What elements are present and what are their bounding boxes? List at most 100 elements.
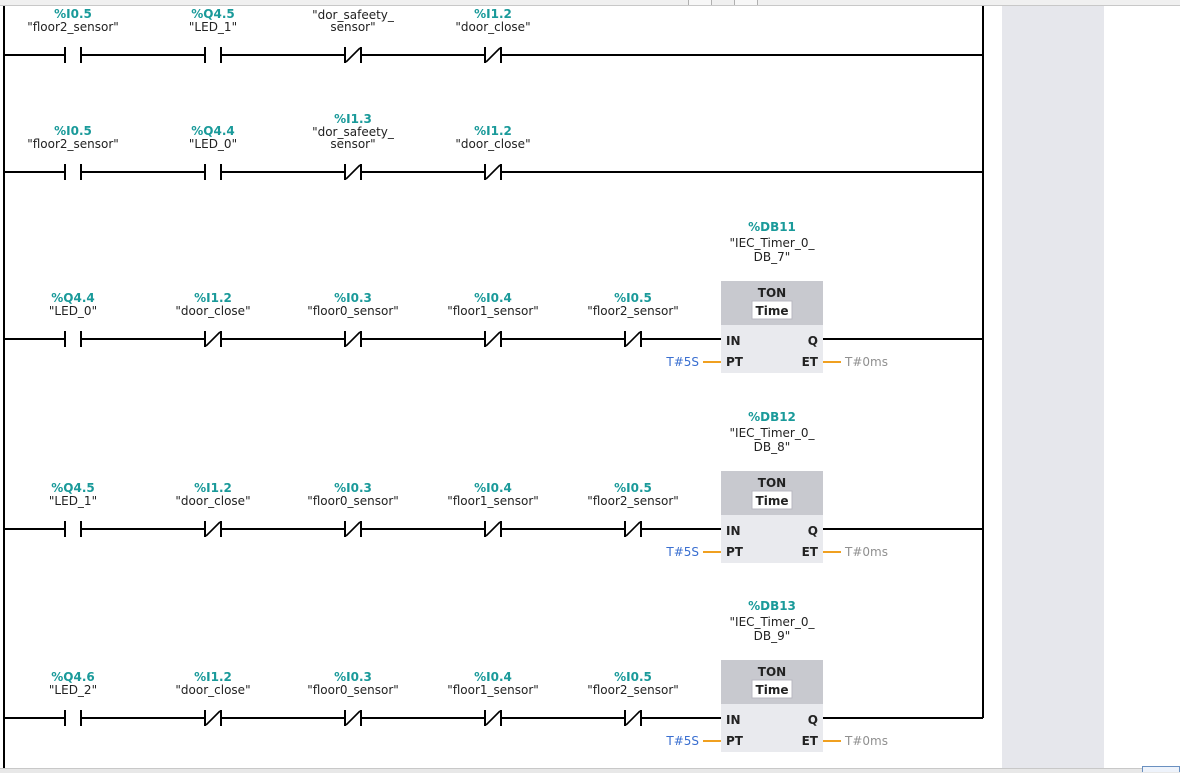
timer-type: TON xyxy=(758,665,786,679)
timer-pin-pt: PT xyxy=(726,355,744,369)
contact-address: %I0.5 xyxy=(614,670,652,684)
contact-symbol: "floor0_sensor" xyxy=(307,683,399,697)
contact-no[interactable]: %I0.5"floor2_sensor" xyxy=(27,7,119,63)
contact-nc[interactable]: %I0.3"floor0_sensor" xyxy=(307,670,399,726)
contact-address: %I1.3 xyxy=(334,112,372,126)
contact-slash xyxy=(625,521,641,537)
timer-instance-name: DB_7" xyxy=(754,250,791,264)
top-scroll-strip xyxy=(0,0,1180,6)
contact-address: %Q4.5 xyxy=(191,7,234,21)
contact-nc[interactable]: %I0.4"floor1_sensor" xyxy=(447,670,539,726)
contact-nc[interactable]: %I0.5"floor2_sensor" xyxy=(587,670,679,726)
contact-nc[interactable]: %I1.2"door_close" xyxy=(175,291,251,347)
contact-symbol: "floor0_sensor" xyxy=(307,304,399,318)
contact-slash xyxy=(625,331,641,347)
contact-address: %I0.5 xyxy=(54,124,92,138)
side-pane xyxy=(1002,0,1104,772)
timer-subtype-box xyxy=(751,679,793,699)
contact-no[interactable]: %Q4.6"LED_2" xyxy=(49,670,97,726)
timer-instance-name: DB_9" xyxy=(754,629,791,643)
contact-address: %I1.2 xyxy=(194,481,232,495)
horizontal-scrollbar[interactable] xyxy=(0,768,1180,773)
contact-slash xyxy=(345,710,361,726)
contact-symbol: "LED_1" xyxy=(189,20,237,34)
contact-slash xyxy=(205,331,221,347)
contact-nc[interactable]: %I1.3"dor_safeety_sensor" xyxy=(312,0,395,63)
timer-pin-q: Q xyxy=(808,524,818,538)
contact-symbol: "door_close" xyxy=(175,494,250,508)
timer-instance-name: "IEC_Timer_0_ xyxy=(730,236,816,250)
contact-nc[interactable]: %I0.3"floor0_sensor" xyxy=(307,481,399,537)
contact-slash xyxy=(485,164,501,180)
contact-slash xyxy=(485,47,501,63)
contact-no[interactable]: %Q4.5"LED_1" xyxy=(189,7,237,63)
contact-symbol: "door_close" xyxy=(455,20,530,34)
contact-address: %I1.2 xyxy=(474,124,512,138)
contact-nc[interactable]: %I0.4"floor1_sensor" xyxy=(447,481,539,537)
contact-slash xyxy=(345,47,361,63)
ladder-editor[interactable]: %I0.5"floor2_sensor"%Q4.5"LED_1"%I1.3"do… xyxy=(0,0,1002,772)
contact-address: %I0.5 xyxy=(614,481,652,495)
timer-body xyxy=(721,515,823,563)
contact-address: %Q4.5 xyxy=(51,481,94,495)
timer-pin-q: Q xyxy=(808,713,818,727)
contact-nc[interactable]: %I0.5"floor2_sensor" xyxy=(587,481,679,537)
timer-subtype: Time xyxy=(756,494,789,508)
timer-db-address: %DB11 xyxy=(748,220,796,234)
contact-address: %I0.4 xyxy=(474,481,512,495)
timer-subtype: Time xyxy=(756,683,789,697)
ladder-diagram: %I0.5"floor2_sensor"%Q4.5"LED_1"%I1.3"do… xyxy=(3,0,984,772)
contact-symbol: "LED_0" xyxy=(189,137,237,151)
timer-pin-et: ET xyxy=(802,355,819,369)
timer-pin-pt: PT xyxy=(726,545,744,559)
timer-subtype-box xyxy=(751,490,793,510)
rung-1: %I0.5"floor2_sensor" %Q4.5"LED_1" %I1.3"do… xyxy=(4,0,983,63)
contact-symbol: "LED_0" xyxy=(49,304,97,318)
rung-2: %I0.5"floor2_sensor" %Q4.4"LED_0" %I1.3"do… xyxy=(4,112,983,180)
contact-symbol: "floor1_sensor" xyxy=(447,304,539,318)
timer-pin-in: IN xyxy=(726,524,741,538)
contact-address: %I0.4 xyxy=(474,670,512,684)
contact-slash xyxy=(485,521,501,537)
contact-symbol: "door_close" xyxy=(175,683,250,697)
contact-no[interactable]: %Q4.4"LED_0" xyxy=(49,291,97,347)
contact-symbol: "floor1_sensor" xyxy=(447,494,539,508)
contact-symbol: sensor" xyxy=(330,137,375,151)
contact-no[interactable]: %Q4.5"LED_1" xyxy=(49,481,97,537)
contact-address: %I0.3 xyxy=(334,481,372,495)
contact-nc[interactable]: %I1.2"door_close" xyxy=(175,481,251,537)
contact-nc[interactable]: %I1.3"dor_safeety_sensor" xyxy=(312,112,395,180)
contact-address: %I0.3 xyxy=(334,291,372,305)
contact-address: %Q4.4 xyxy=(51,291,94,305)
contact-symbol: "LED_1" xyxy=(49,494,97,508)
contact-address: %I0.5 xyxy=(614,291,652,305)
contact-nc[interactable]: %I0.3"floor0_sensor" xyxy=(307,291,399,347)
timer-instance-name: "IEC_Timer_0_ xyxy=(730,426,816,440)
contact-slash xyxy=(205,521,221,537)
timer-db-address: %DB13 xyxy=(748,599,796,613)
scroll-up-button[interactable] xyxy=(688,0,712,5)
contact-symbol: "floor2_sensor" xyxy=(587,683,679,697)
contact-address: %I1.2 xyxy=(194,670,232,684)
contact-symbol: "floor2_sensor" xyxy=(27,20,119,34)
rung-4: %Q4.5"LED_1"%I1.2"door_close"%I0.3"floor… xyxy=(4,410,983,563)
timer-pin-et: ET xyxy=(802,545,819,559)
timer-pin-in: IN xyxy=(726,334,741,348)
contact-symbol: "floor2_sensor" xyxy=(587,304,679,318)
contact-symbol: "floor2_sensor" xyxy=(27,137,119,151)
contact-address: %I0.3 xyxy=(334,670,372,684)
contact-no[interactable]: %Q4.4"LED_0" xyxy=(189,124,237,180)
contact-nc[interactable]: %I1.2"door_close" xyxy=(175,670,251,726)
corner-button[interactable] xyxy=(1142,766,1180,772)
contact-no[interactable]: %I0.5"floor2_sensor" xyxy=(27,124,119,180)
et-value: T#0ms xyxy=(844,734,888,748)
scroll-down-button[interactable] xyxy=(734,0,758,5)
contact-nc[interactable]: %I1.2"door_close" xyxy=(455,7,531,63)
contact-nc[interactable]: %I0.5"floor2_sensor" xyxy=(587,291,679,347)
contact-address: %Q4.4 xyxy=(191,124,234,138)
contact-nc[interactable]: %I0.4"floor1_sensor" xyxy=(447,291,539,347)
contact-nc[interactable]: %I1.2"door_close" xyxy=(455,124,531,180)
